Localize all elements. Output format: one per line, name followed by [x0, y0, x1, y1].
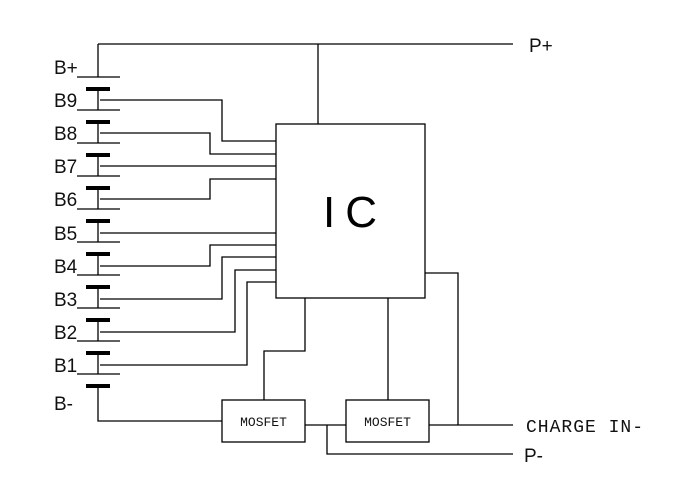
cell-label-b9: B9 — [54, 91, 77, 112]
tap-wire-b9 — [100, 99, 276, 142]
charge-detect-wire — [425, 272, 459, 425]
cell-label-b2: B2 — [54, 323, 77, 344]
battery-stack — [77, 44, 222, 422]
tap-wire-b3 — [100, 256, 276, 300]
p-minus-wire — [326, 425, 513, 455]
cell-label-b4: B4 — [54, 257, 78, 278]
mosfet-box-1 — [221, 399, 306, 443]
mosfet-box-2 — [345, 399, 430, 443]
cell-label-b3: B3 — [54, 290, 77, 311]
cell-label-b1: B1 — [54, 356, 77, 377]
charge-in-minus-label: CHARGE IN- — [526, 418, 644, 438]
ic-box — [275, 123, 426, 299]
cell-label-bminus: B- — [54, 394, 73, 415]
mosfet-discharge: MOSFET — [221, 399, 306, 443]
tap-wire-b8 — [100, 132, 276, 155]
mosfet-label-1: MOSFET — [240, 415, 287, 430]
tap-wire-b6 — [100, 178, 276, 200]
tap-wire-b2 — [100, 269, 276, 333]
b-minus-wire — [97, 386, 222, 422]
ic-label: IC — [323, 188, 387, 237]
cell-label-b7: B7 — [54, 157, 77, 178]
mosfet-charge: MOSFET — [345, 399, 430, 443]
cell-label-b8: B8 — [54, 124, 77, 145]
ic-block: IC — [275, 123, 426, 299]
p-plus-label: P+ — [529, 36, 553, 57]
cell-label-bplus: B+ — [54, 58, 78, 79]
cell-label-b6: B6 — [54, 190, 77, 211]
mosfet-label-2: MOSFET — [364, 415, 411, 430]
p-minus-label: P- — [524, 446, 543, 467]
gate-wire-discharge — [263, 298, 306, 400]
tap-wire-b4 — [100, 244, 276, 267]
cell-label-b5: B5 — [54, 224, 77, 245]
tap-wire-b1 — [100, 281, 276, 366]
cell-tap-wires — [100, 99, 276, 366]
